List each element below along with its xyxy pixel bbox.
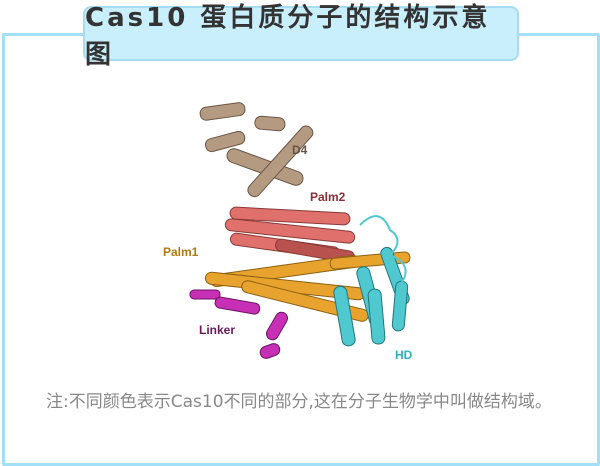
label-palm1: Palm1 bbox=[163, 245, 199, 259]
caption-note: 注:不同颜色表示Cas10不同的部分,这在分子生物学中叫做结构域。 bbox=[46, 392, 552, 412]
d4-domain bbox=[199, 102, 314, 198]
label-d4: D4 bbox=[292, 143, 308, 157]
protein-ribbon-illustration bbox=[189, 102, 411, 359]
page-title: Cas10 蛋白质分子的结构示意图 bbox=[85, 2, 491, 70]
title-banner: Cas10 蛋白质分子的结构示意图 bbox=[83, 3, 519, 70]
cas10-structure-figure: D4 Palm2 Palm1 Linker HD bbox=[150, 95, 450, 375]
label-hd: HD bbox=[395, 348, 413, 362]
hd-domain bbox=[333, 215, 410, 347]
palm2-domain bbox=[224, 206, 356, 264]
label-linker: Linker bbox=[199, 323, 236, 337]
linker-domain bbox=[189, 289, 288, 359]
label-palm2: Palm2 bbox=[310, 190, 346, 204]
palm1-domain bbox=[204, 251, 411, 322]
